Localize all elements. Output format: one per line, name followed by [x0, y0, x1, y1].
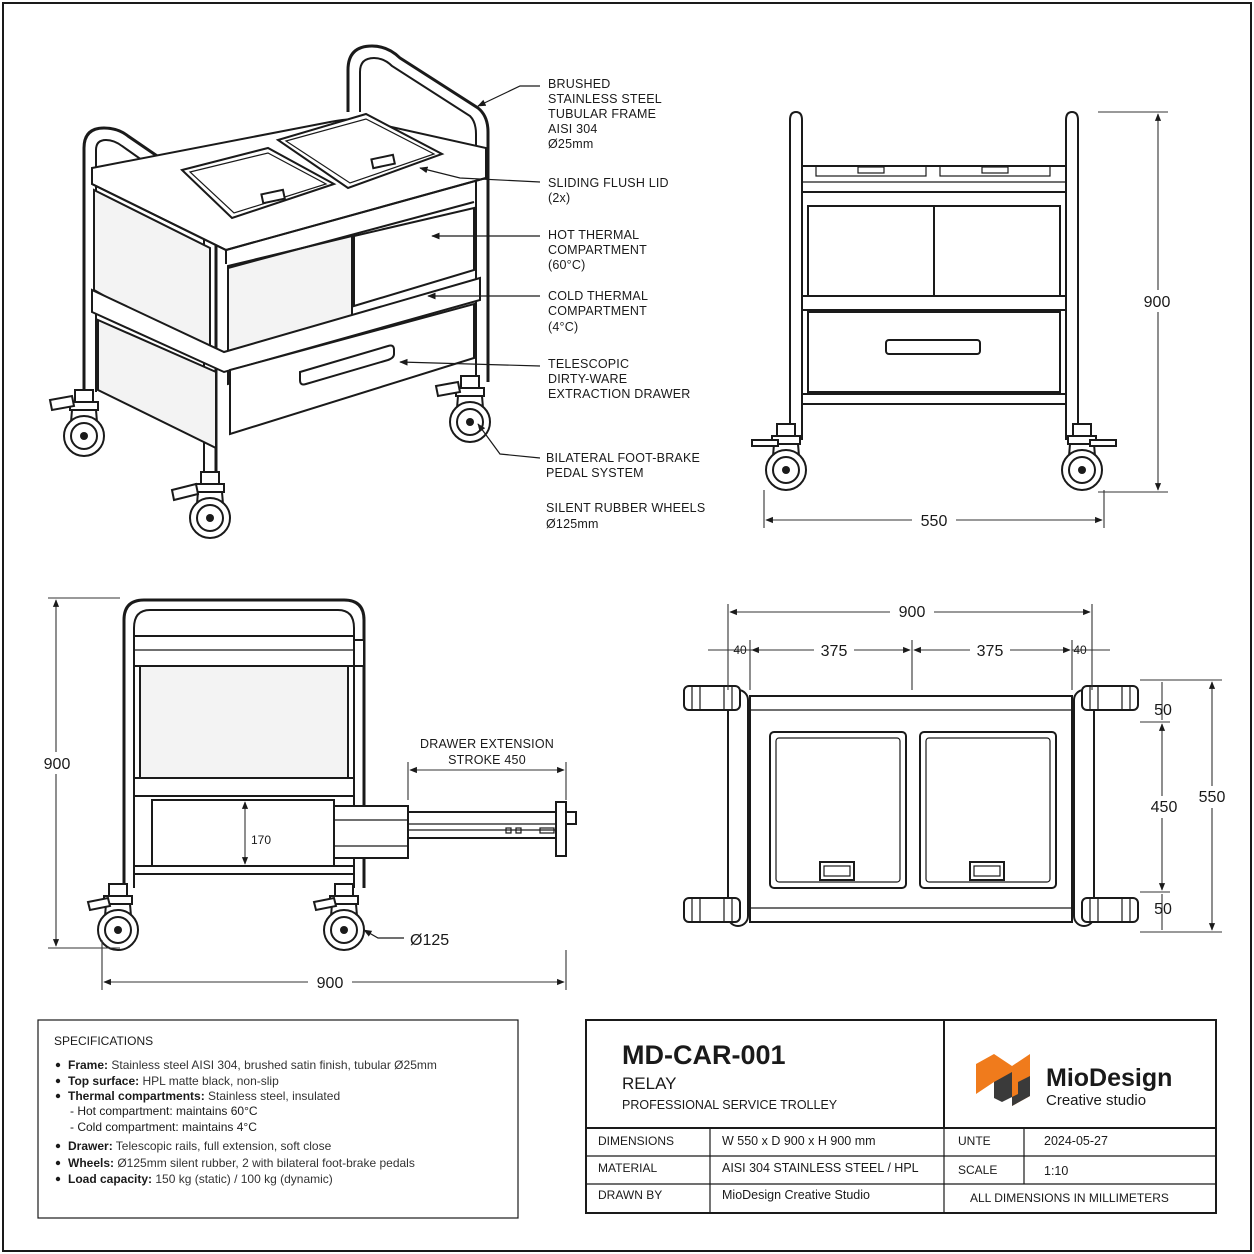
spec-item: Frame: Stainless steel AISI 304, brushed…	[68, 1058, 437, 1072]
drawer-height-dim: 170	[251, 833, 271, 847]
callout-frame-4: AISI 304	[548, 122, 598, 136]
top-depth-top-dim: 50	[1154, 702, 1172, 719]
bullet-icon	[55, 1078, 61, 1084]
bullet-icon	[55, 1176, 61, 1182]
side-height-dim: 900	[44, 756, 71, 773]
spec-item: - Cold compartment: maintains 4°C	[70, 1120, 257, 1134]
isometric-view	[48, 44, 541, 539]
callout-drawer-1: TELESCOPIC	[548, 357, 629, 371]
title-block: MD-CAR-001 RELAY PROFESSIONAL SERVICE TR…	[585, 1019, 1217, 1214]
drawer-extension-label-1: DRAWER EXTENSION	[420, 737, 554, 751]
callout-hot-3: (60°C)	[548, 258, 585, 272]
drawer-extension-label-2: STROKE 450	[448, 753, 526, 767]
callout-cold-2: COMPARTMENT	[548, 304, 647, 318]
callout-wheels-2: Ø125mm	[546, 517, 599, 531]
spec-item: Thermal compartments: Stainless steel, i…	[68, 1089, 340, 1103]
callout-hot-1: HOT THERMAL	[548, 228, 639, 242]
callout-frame-1: BRUSHED	[548, 77, 611, 91]
side-width-dim: 900	[317, 975, 344, 992]
spec-item: Drawer: Telescopic rails, full extension…	[68, 1139, 332, 1153]
wheel-diameter-dim: Ø125	[410, 932, 449, 949]
front-view: 900 550	[751, 110, 1176, 530]
callout-lid-1: SLIDING FLUSH LID	[548, 176, 669, 190]
bullet-icon	[55, 1062, 61, 1068]
spec-item: Top surface: HPL matte black, non-slip	[68, 1074, 279, 1088]
caster-top-bl	[683, 897, 741, 923]
top-view: 900 40 375 375 40 550 50 450 50	[683, 600, 1232, 933]
row-drawn-by-key: DRAWN BY	[598, 1188, 662, 1202]
front-height-dim: 900	[1144, 294, 1171, 311]
top-depth-total-dim: 550	[1199, 789, 1226, 806]
callout-lid-2: (2x)	[548, 191, 570, 205]
row-material-value: AISI 304 STAINLESS STEEL / HPL	[722, 1161, 919, 1175]
spec-item: Load capacity: 150 kg (static) / 100 kg …	[68, 1172, 333, 1186]
spec-item: Wheels: Ø125mm silent rubber, 2 with bil…	[68, 1156, 415, 1170]
row-date-value: 2024-05-27	[1044, 1134, 1108, 1148]
caster-top-tl	[683, 685, 741, 711]
specifications-list: Frame: Stainless steel AISI 304, brushed…	[55, 1058, 437, 1186]
bullet-icon	[55, 1143, 61, 1149]
specifications-heading: SPECIFICATIONS	[54, 1034, 153, 1048]
row-material-key: MATERIAL	[598, 1161, 657, 1175]
caster-top-br	[1081, 897, 1139, 923]
brand-subtitle: Creative studio	[1046, 1092, 1146, 1109]
row-dimensions-value: W 550 x D 900 x H 900 mm	[722, 1134, 876, 1148]
top-bay-left-dim: 375	[821, 643, 848, 660]
callout-brake-2: PEDAL SYSTEM	[546, 466, 644, 480]
row-drawn-by-value: MioDesign Creative Studio	[722, 1188, 870, 1202]
callout-wheels-1: SILENT RUBBER WHEELS	[546, 501, 705, 515]
top-depth-mid-dim: 450	[1151, 799, 1178, 816]
callout-frame-3: TUBULAR FRAME	[548, 107, 656, 121]
callout-cold-1: COLD THERMAL	[548, 289, 648, 303]
callout-labels: BRUSHED STAINLESS STEEL TUBULAR FRAME AI…	[546, 77, 705, 531]
row-scale-key: SCALE	[958, 1163, 997, 1177]
side-view: 900 900 DRAWER EXTENSION STROKE 450 170 …	[38, 597, 577, 992]
miodesign-logo: MioDesign Creative studio	[976, 1054, 1172, 1109]
product-code: MD-CAR-001	[622, 1040, 786, 1070]
row-scale-value: 1:10	[1044, 1164, 1068, 1178]
top-depth-bottom-dim: 50	[1154, 901, 1172, 918]
specifications-panel: SPECIFICATIONS Frame: Stainless steel AI…	[37, 1019, 519, 1219]
top-width-dim: 900	[899, 604, 926, 621]
top-bay-right-dim: 375	[977, 643, 1004, 660]
callout-hot-2: COMPARTMENT	[548, 243, 647, 257]
top-edge-right-dim: 40	[1073, 643, 1087, 657]
callout-cold-3: (4°C)	[548, 320, 578, 334]
product-name: RELAY	[622, 1074, 677, 1093]
callout-frame-5: Ø25mm	[548, 137, 593, 151]
bullet-icon	[55, 1093, 61, 1099]
caster-top-tr	[1081, 685, 1139, 711]
row-date-key: UNTE	[958, 1134, 991, 1148]
bullet-icon	[55, 1160, 61, 1166]
callout-brake-1: BILATERAL FOOT-BRAKE	[546, 451, 700, 465]
callout-drawer-3: EXTRACTION DRAWER	[548, 387, 691, 401]
units-note: ALL DIMENSIONS IN MILLIMETERS	[970, 1191, 1169, 1205]
callout-frame-2: STAINLESS STEEL	[548, 92, 662, 106]
row-dimensions-key: DIMENSIONS	[598, 1134, 674, 1148]
callout-drawer-2: DIRTY-WARE	[548, 372, 627, 386]
top-edge-left-dim: 40	[733, 643, 747, 657]
spec-item: - Hot compartment: maintains 60°C	[70, 1104, 258, 1118]
brand-name: MioDesign	[1046, 1064, 1172, 1092]
front-width-dim: 550	[921, 513, 948, 530]
product-subtitle: PROFESSIONAL SERVICE TROLLEY	[622, 1098, 838, 1112]
